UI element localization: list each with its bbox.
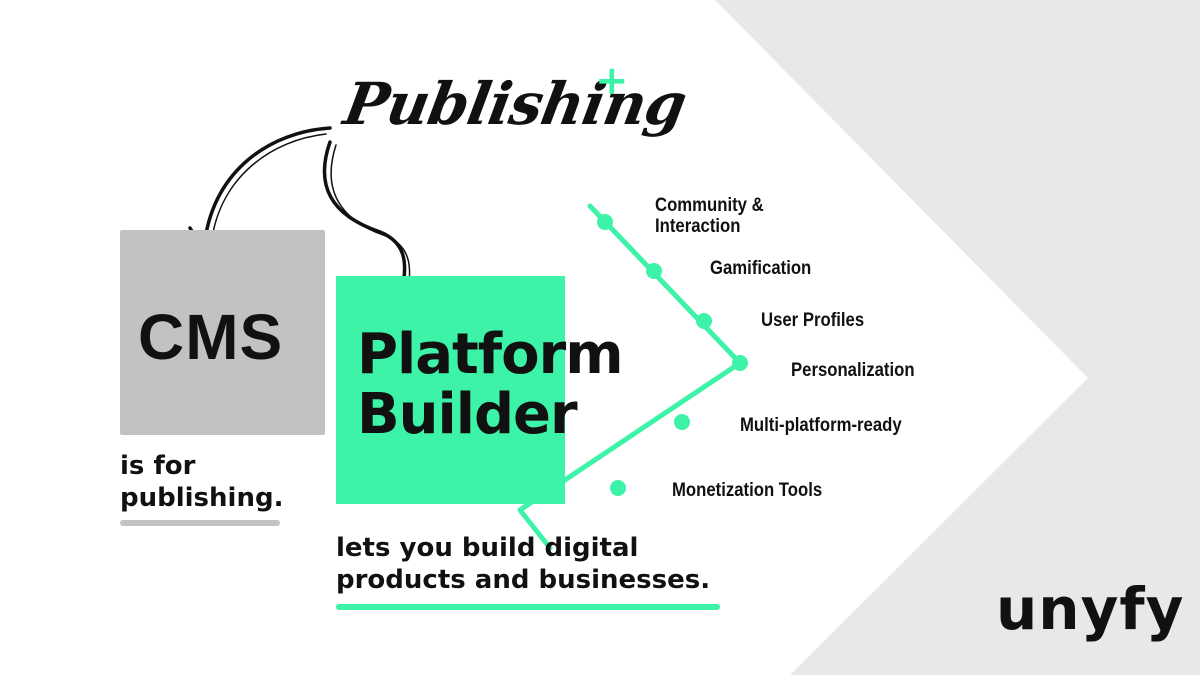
connector-dot-gamification [646, 263, 662, 279]
cms-label: CMS [138, 301, 284, 373]
platform-builder-label-line1: Platform [357, 322, 624, 387]
platform-builder-caption: lets you build digital products and busi… [336, 533, 711, 595]
feature-gamification: Gamification [710, 258, 812, 279]
connector-dot-user-profiles [696, 313, 712, 329]
arrow-to-platform-builder-shadow [330, 144, 411, 291]
connector-dot-monetization [610, 480, 626, 496]
platform-builder-box [336, 276, 565, 504]
feature-user-profiles: User Profiles [761, 310, 865, 331]
feature-community-interaction: Community & Interaction [655, 195, 764, 237]
headline-plus-sign: + [595, 58, 629, 104]
feature-connector-line [517, 203, 743, 551]
arrow-to-cms [203, 126, 332, 242]
connector-dot-personalization [732, 355, 748, 371]
feature-multi-platform: Multi-platform-ready [740, 415, 902, 436]
feature-personalization: Personalization [791, 360, 915, 381]
connector-dot-community [597, 214, 613, 230]
feature-monetization-tools: Monetization Tools [672, 480, 823, 501]
arrow-to-cms-shadow [211, 133, 327, 239]
arrow-to-platform-builder [322, 140, 407, 292]
platform-builder-underline [336, 604, 720, 610]
platform-builder-label: Platform Builder [357, 325, 697, 445]
cms-caption: is for publishing. [120, 451, 284, 513]
platform-builder-label-line2: Builder [357, 382, 578, 447]
unyfy-logo: unyfy [996, 575, 1185, 643]
connector-dot-multiplatform [674, 414, 690, 430]
cms-box [120, 230, 325, 435]
headline-publishing: Publishing [339, 70, 691, 138]
cms-underline [120, 520, 280, 526]
